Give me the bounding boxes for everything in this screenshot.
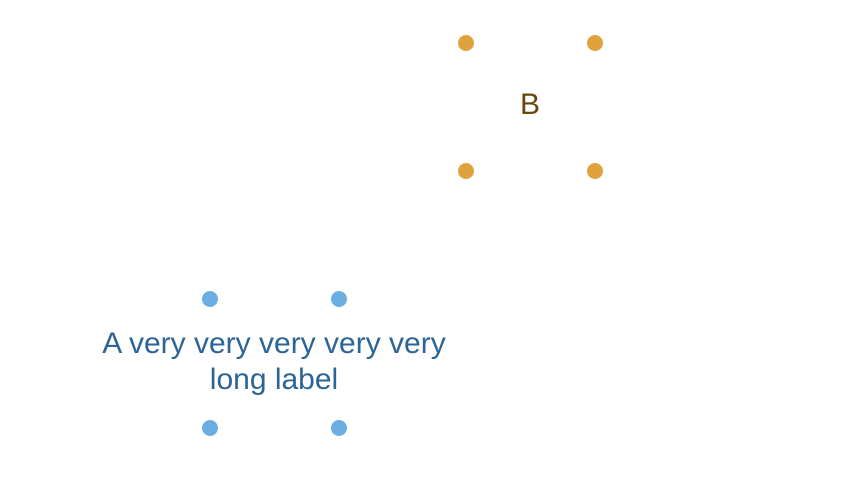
node-b-handle-bottom-right[interactable]: [587, 163, 603, 179]
node-a-label-line: A very very very very very: [102, 327, 446, 360]
node-a-handle-bottom-left[interactable]: [202, 420, 218, 436]
node-b-handle-top-right[interactable]: [587, 35, 603, 51]
node-a-label: A very very very very very long label: [74, 326, 474, 398]
node-b-handle-top-left[interactable]: [458, 35, 474, 51]
node-a-label-line: long label: [209, 363, 339, 396]
node-b-label: B: [470, 87, 590, 123]
node-a-handle-top-right[interactable]: [331, 291, 347, 307]
node-a-handle-bottom-right[interactable]: [331, 420, 347, 436]
node-b-label-line: B: [519, 88, 540, 121]
node-b-handle-bottom-left[interactable]: [458, 163, 474, 179]
node-a-handle-top-left[interactable]: [202, 291, 218, 307]
